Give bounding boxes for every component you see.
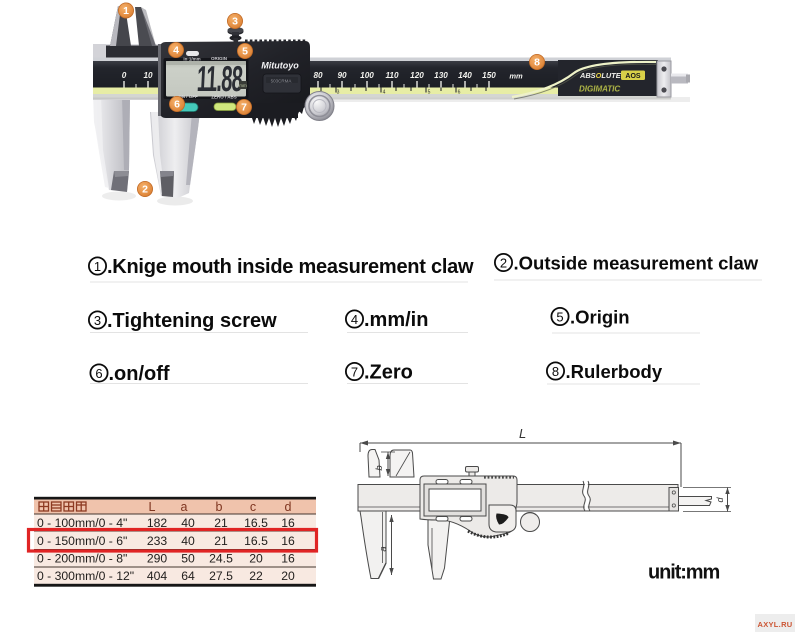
svg-text:.Tightening screw: .Tightening screw (107, 310, 277, 332)
svg-text:4: 4 (173, 45, 179, 57)
svg-text:50: 50 (181, 552, 195, 566)
svg-text:a: a (378, 546, 389, 551)
svg-text:16: 16 (281, 516, 295, 530)
svg-text:40: 40 (181, 534, 195, 548)
svg-text:404: 404 (147, 569, 168, 583)
svg-text:140: 140 (458, 71, 472, 80)
svg-text:8: 8 (534, 57, 540, 69)
svg-text:150: 150 (482, 71, 496, 80)
svg-text:3: 3 (94, 313, 101, 328)
svg-text:16: 16 (281, 552, 295, 566)
svg-text:2: 2 (142, 184, 148, 196)
svg-text:mm: mm (239, 83, 247, 88)
svg-text:8: 8 (552, 364, 559, 379)
svg-text:5: 5 (556, 309, 563, 324)
svg-text:24.5: 24.5 (209, 552, 233, 566)
svg-text:22: 22 (249, 569, 263, 583)
svg-text:Mitutoyo: Mitutoyo (261, 61, 299, 71)
svg-text:21: 21 (214, 516, 228, 530)
svg-text:100: 100 (360, 71, 374, 80)
svg-text:5: 5 (428, 90, 431, 96)
svg-text:10: 10 (143, 71, 153, 80)
svg-text:2: 2 (500, 255, 507, 270)
svg-text:ABSOLUTE: ABSOLUTE (579, 71, 622, 80)
svg-text:4: 4 (351, 312, 358, 327)
svg-text:1: 1 (94, 259, 101, 274)
svg-text:.Rulerbody: .Rulerbody (566, 361, 663, 382)
svg-text:c: c (250, 500, 256, 514)
svg-text:182: 182 (147, 516, 168, 530)
svg-text:.Zero: .Zero (364, 362, 413, 384)
svg-text:unit:mm: unit:mm (648, 562, 719, 584)
svg-text:ORIGIN: ORIGIN (211, 56, 227, 61)
svg-text:16: 16 (281, 534, 295, 548)
svg-text:130: 130 (434, 71, 448, 80)
svg-text:3: 3 (232, 16, 238, 28)
svg-text:3: 3 (337, 90, 340, 96)
svg-text:233: 233 (147, 534, 168, 548)
svg-text:11.88: 11.88 (196, 60, 244, 99)
svg-text:.Knige mouth inside measuremen: .Knige mouth inside measurement claw (107, 256, 474, 278)
svg-text:b: b (216, 500, 223, 514)
svg-text:120: 120 (410, 71, 424, 80)
svg-text:0 - 100mm/0 - 4": 0 - 100mm/0 - 4" (37, 516, 127, 530)
svg-text:d: d (285, 500, 292, 514)
svg-text:64: 64 (181, 569, 195, 583)
svg-text:1: 1 (123, 5, 129, 17)
svg-text:27.5: 27.5 (209, 569, 233, 583)
svg-text:AXYL.RU: AXYL.RU (757, 620, 792, 629)
svg-text:.mm/in: .mm/in (364, 309, 428, 331)
svg-text:6: 6 (174, 99, 180, 111)
svg-text:7: 7 (241, 102, 247, 114)
svg-text:0 - 300mm/0 - 12": 0 - 300mm/0 - 12" (37, 569, 134, 583)
svg-text:503CRMA: 503CRMA (271, 79, 292, 84)
svg-text:110: 110 (385, 71, 398, 80)
svg-text:80: 80 (313, 71, 323, 80)
svg-text:0: 0 (122, 71, 127, 80)
svg-text:.Origin: .Origin (570, 307, 630, 328)
svg-text:0 - 200mm/0 - 8": 0 - 200mm/0 - 8" (37, 552, 127, 566)
svg-text:ZERO / ABS: ZERO / ABS (211, 95, 237, 100)
svg-text:b: b (374, 465, 385, 470)
svg-text:20: 20 (281, 569, 295, 583)
svg-text:.Outside measurement claw: .Outside measurement claw (514, 253, 759, 274)
svg-text:90: 90 (337, 71, 347, 80)
svg-text:.on/off: .on/off (109, 363, 170, 385)
svg-text:20: 20 (249, 552, 263, 566)
svg-text:a: a (181, 500, 188, 514)
svg-text:290: 290 (147, 552, 168, 566)
svg-text:in·1/mm: in·1/mm (183, 57, 200, 62)
svg-text:d: d (715, 497, 725, 503)
svg-text:ON / OFF: ON / OFF (178, 94, 198, 99)
svg-text:6: 6 (458, 90, 461, 96)
svg-text:21: 21 (214, 534, 228, 548)
svg-text:L: L (519, 426, 526, 441)
svg-text:7: 7 (351, 364, 358, 379)
svg-text:mm: mm (509, 72, 523, 81)
svg-text:16.5: 16.5 (244, 534, 268, 548)
svg-text:DIGIMATIC: DIGIMATIC (579, 85, 620, 94)
svg-text:AOS: AOS (625, 73, 641, 80)
svg-text:40: 40 (181, 516, 195, 530)
svg-text:0 - 150mm/0 - 6": 0 - 150mm/0 - 6" (37, 534, 127, 548)
svg-text:4: 4 (383, 90, 386, 96)
svg-text:5: 5 (242, 46, 248, 58)
svg-text:6: 6 (95, 366, 102, 381)
svg-text:16.5: 16.5 (244, 516, 268, 530)
svg-text:L: L (149, 500, 156, 514)
